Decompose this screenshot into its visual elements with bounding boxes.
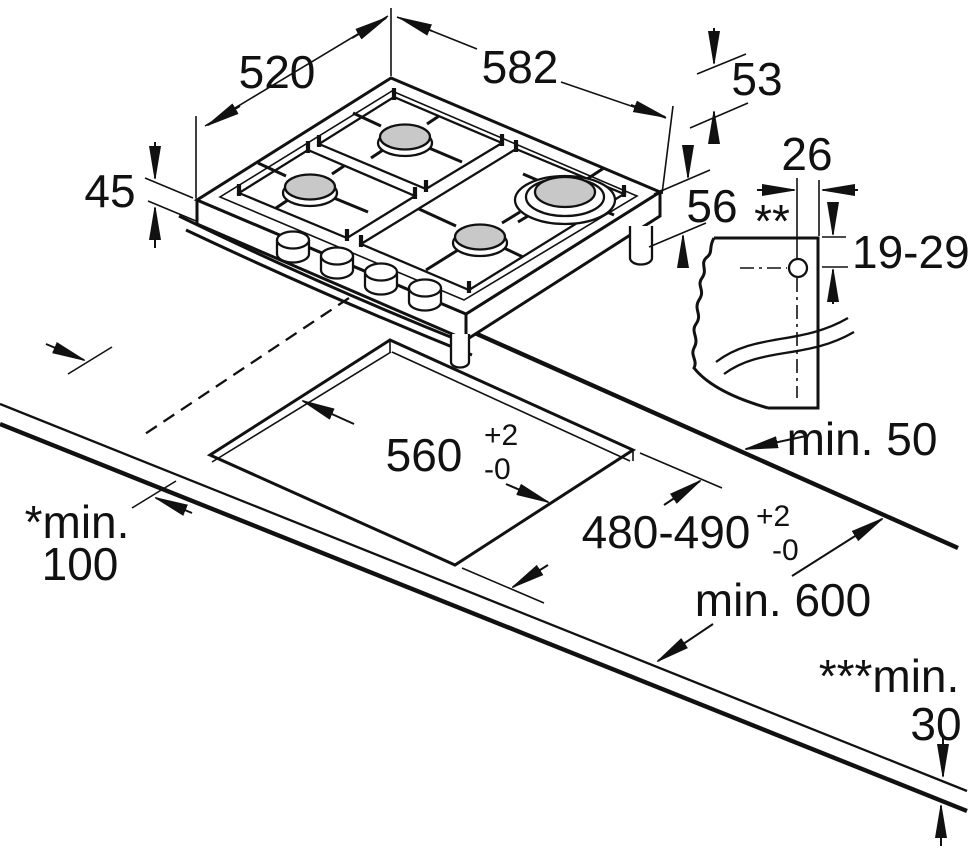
hob-panel-curve-top — [178, 214, 469, 346]
min-100-label: *min. — [25, 496, 130, 548]
dim-56-label: 56 — [686, 180, 737, 232]
dim-582-label: 582 — [482, 41, 559, 93]
knob-3 — [363, 262, 399, 282]
dim-520: 520 — [195, 8, 392, 198]
dim-min-600: min. 600 — [658, 519, 882, 661]
dim-480-490: 480-490 +2 -0 — [461, 452, 799, 604]
dim-582: 582 — [396, 16, 674, 195]
min-100-value: 100 — [42, 538, 119, 590]
dim-56: 56 — [648, 146, 738, 266]
dim-45-label: 45 — [84, 165, 135, 217]
dim-19-29: 19-29 — [822, 202, 970, 304]
burners — [281, 123, 617, 258]
min-50-label: min. 50 — [787, 413, 938, 465]
dim-26: 26 ** — [754, 128, 858, 247]
cutout-inner-left — [211, 351, 392, 463]
cutout-depth-tol-up: +2 — [756, 500, 790, 533]
hob-top-surface — [193, 76, 664, 316]
break-curve-1 — [715, 317, 849, 363]
dim-53: 53 — [689, 28, 783, 142]
hob-panel-curve-bottom — [185, 228, 473, 357]
cutout-width-label: 560 — [386, 429, 463, 481]
counter-front-bottom-edge — [0, 421, 968, 814]
knob-4 — [407, 278, 443, 298]
cutout-width-tol-up: +2 — [484, 419, 518, 452]
hob-foot-front — [449, 334, 471, 369]
dim-min-50: min. 50 — [746, 413, 937, 465]
control-knobs — [275, 230, 443, 312]
hob-foot-right — [628, 226, 654, 266]
cutout-inner-right — [391, 351, 631, 462]
dim-26-label: 26 — [781, 128, 832, 180]
dim-45: 45 — [84, 142, 197, 248]
break-curve-2 — [723, 331, 855, 375]
cutout-depth-tol-down: -0 — [772, 534, 799, 567]
profile-outline — [714, 236, 820, 410]
mounting-profile-detail: 26 ** 19-29 — [691, 128, 970, 410]
burner-front-right-cap — [453, 223, 507, 251]
dim-520-label: 520 — [239, 46, 316, 98]
hob-rim — [218, 90, 639, 301]
burner-back-left-cap — [378, 123, 432, 151]
counter-back-edge — [467, 327, 959, 551]
dim-53-label: 53 — [731, 53, 782, 105]
bracket-note-label: ** — [754, 195, 790, 247]
dim-19-29-label: 19-29 — [852, 226, 970, 278]
pan-supports — [236, 88, 627, 293]
burner-front-left-cap — [283, 173, 337, 201]
min-600-label: min. 600 — [695, 574, 871, 626]
min-30-value: 30 — [910, 698, 961, 750]
knob-1 — [275, 230, 311, 250]
profile-broken-edge — [691, 237, 769, 410]
wok-burner-cap — [533, 175, 597, 209]
fixing-hole — [787, 257, 809, 279]
countertop-drawing — [0, 297, 968, 814]
counter-front-top-edge — [0, 402, 968, 793]
cutout-width-tol-down: -0 — [484, 453, 511, 486]
dim-min-30: ***min. 30 — [819, 650, 962, 846]
cutout-depth-label: 480-490 — [582, 506, 751, 558]
knob-2 — [319, 246, 355, 266]
dim-560: 560 +2 -0 — [303, 400, 548, 503]
cutout-opening — [206, 338, 637, 567]
min-30-label: ***min. — [819, 650, 960, 702]
hob-drawing — [178, 76, 664, 369]
dim-min-100: *min. 100 — [25, 344, 193, 590]
